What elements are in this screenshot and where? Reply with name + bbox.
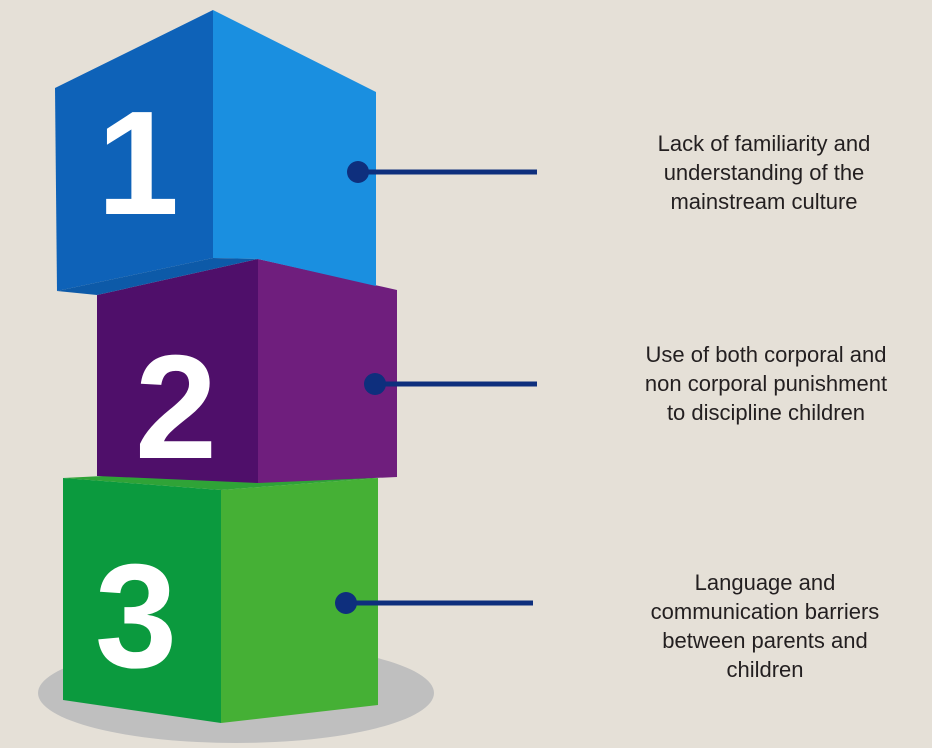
- connector-3-dot: [335, 592, 357, 614]
- block-1-number: 1: [97, 81, 179, 246]
- block-1-front-face: [55, 10, 213, 291]
- connector-2-dot: [364, 373, 386, 395]
- block-3: 3: [63, 470, 378, 723]
- block-2-number: 2: [135, 325, 217, 490]
- connector-1-dot: [347, 161, 369, 183]
- block-1-bottom-edge: [57, 258, 258, 295]
- block-2: 2: [97, 259, 397, 490]
- caption-2-line-1: Use of both corporal and: [645, 342, 887, 367]
- caption-3-line-3: between parents and: [662, 628, 868, 653]
- caption-2-line-2: non corporal punishment: [644, 371, 888, 396]
- caption-2-line-3: to discipline children: [666, 400, 866, 425]
- connector-1: [347, 161, 537, 183]
- caption-block-3: Language and communication barriers betw…: [600, 568, 930, 684]
- block-3-side-face: [221, 478, 378, 723]
- caption-3-line-4: children: [726, 657, 804, 682]
- block-2-side-face: [258, 259, 397, 483]
- block-3-front-face: [63, 478, 221, 723]
- caption-3-line-1: Language and: [694, 570, 836, 595]
- caption-1-line-3: mainstream culture: [670, 189, 858, 214]
- caption-3-line-2: communication barriers: [650, 599, 880, 624]
- caption-1-line-1: Lack of familiarity and: [657, 131, 871, 156]
- caption-block-2: Use of both corporal and non corporal pu…: [601, 340, 931, 427]
- block-1-side-face: [213, 10, 376, 286]
- caption-1-line-2: understanding of the: [663, 160, 865, 185]
- connector-2: [364, 373, 537, 395]
- connector-3: [335, 592, 533, 614]
- block-2-front-face: [97, 259, 258, 483]
- block-3-number: 3: [95, 534, 177, 699]
- block-1: 1: [55, 10, 376, 295]
- caption-block-1: Lack of familiarity and understanding of…: [599, 129, 929, 216]
